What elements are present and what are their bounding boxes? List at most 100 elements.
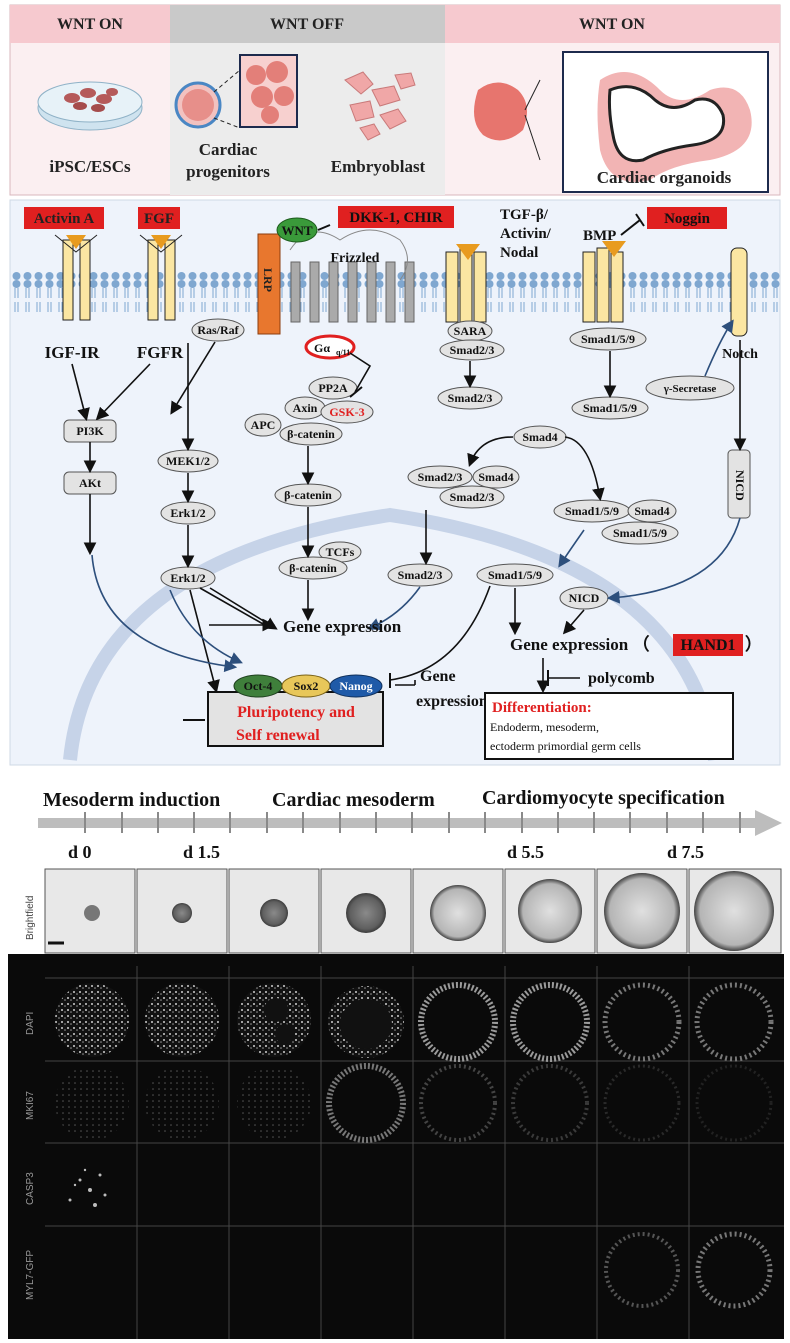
timeline-bar	[38, 818, 758, 828]
fgfr-label: FGFR	[137, 343, 184, 362]
bcat-complex-node	[279, 422, 343, 446]
notch-receptor	[730, 247, 748, 337]
gene-expr-label-1: Gene expression	[283, 617, 402, 636]
ras-node	[191, 318, 245, 342]
diff-line-1: Endoderm, mesoderm,	[490, 720, 599, 734]
timeline-arrowhead	[755, 810, 782, 836]
embryoblast-cells-icon	[344, 71, 416, 141]
galpha-label: Gα	[314, 341, 330, 355]
igf-receptor-icon	[54, 234, 98, 321]
gsk-node	[320, 400, 374, 424]
row-label-myl7: MYL7-GFP	[25, 1250, 36, 1300]
tcfs-label: TCFs	[326, 545, 355, 559]
header-wnt-on-right	[445, 5, 780, 43]
frizzled-receptor-icon	[289, 229, 415, 323]
bcat-complex-label: β-catenin	[287, 427, 335, 441]
smad159-label-5: Smad1/5/9	[488, 568, 542, 582]
nanog-label: Nanog	[339, 679, 372, 693]
smad23-label-3: Smad2/3	[418, 470, 463, 484]
timeline: Mesoderm induction Cardiac mesoderm Card…	[38, 787, 782, 860]
smad23-node-3	[407, 465, 473, 489]
dkk-label: DKK-1, CHIR	[349, 210, 443, 226]
smad159-node-4	[601, 521, 679, 545]
header-wnt-off	[170, 5, 445, 43]
bmp-label: BMP	[583, 228, 616, 244]
dkk-box	[338, 206, 454, 228]
ipsc-label: iPSC/ESCs	[49, 157, 131, 176]
petri-dish-icon	[37, 81, 143, 131]
oct4-label: Oct-4	[244, 679, 273, 693]
tgf-label-3: Nodal	[500, 245, 538, 261]
sara-label: SARA	[454, 324, 487, 338]
smad4-label-3: Smad4	[634, 504, 669, 518]
polycomb-label: polycomb	[588, 670, 655, 687]
cardiac-prog-label-2: progenitors	[186, 162, 270, 181]
header-label-2: WNT OFF	[270, 16, 344, 33]
phase-label-3: Cardiomyocyte specification	[482, 787, 725, 809]
wnt-ligand	[276, 217, 318, 243]
diff-line-2: ectoderm primordial germ cells	[490, 739, 641, 753]
gsec-node	[645, 375, 735, 401]
embryoblast-label: Embryoblast	[331, 157, 426, 176]
row-label-dapi: DAPI	[25, 1012, 36, 1035]
phase-label-2: Cardiac mesoderm	[272, 789, 435, 811]
smad159-label-3: Smad1/5/9	[565, 504, 619, 518]
gsec-label: γ-Secretase	[663, 383, 717, 395]
fgf-receptor-icon	[139, 234, 183, 321]
erk-label-1: Erk1/2	[170, 506, 205, 520]
fgf-box	[138, 207, 180, 229]
smad159-label-4: Smad1/5/9	[613, 526, 667, 540]
paren-close: ）	[745, 634, 762, 654]
cardiac-prog-label-1: Cardiac	[199, 140, 258, 159]
bcat-label-cyto: β-catenin	[284, 488, 332, 502]
day-label-3: d 7.5	[667, 842, 704, 860]
mek-label: MEK1/2	[166, 454, 210, 468]
galpha-node	[304, 334, 356, 360]
igf-label: IGF-IR	[45, 343, 101, 362]
lrp-receptor	[257, 233, 281, 335]
hand1-box	[673, 634, 743, 656]
bcat-label-nuc: β-catenin	[289, 561, 337, 575]
noggin-label: Noggin	[664, 211, 711, 227]
smad23-label-1: Smad2/3	[450, 343, 495, 357]
apc-label: APC	[251, 418, 276, 432]
smad23-label-5: Smad2/3	[398, 568, 443, 582]
ras-label: Ras/Raf	[197, 323, 239, 337]
pluri-label-2: Self renewal	[236, 727, 320, 744]
pluri-label-1: Pluripotency and	[237, 704, 355, 721]
header-wnt-on-left	[10, 5, 170, 43]
activin-label: Activin A	[34, 211, 95, 227]
galpha-sub: q/11	[336, 348, 350, 357]
header-label-3: WNT ON	[579, 16, 645, 33]
header-label-1: WNT ON	[57, 16, 123, 33]
smad4-node-3	[627, 499, 677, 523]
pp2a-label: PP2A	[318, 381, 348, 395]
apc-node	[244, 413, 282, 437]
nicd-label-cyto: NICD	[733, 470, 747, 501]
smad4-label-2: Smad4	[478, 470, 513, 484]
row-label-mki67: MKI67	[25, 1091, 36, 1120]
gene-label: Gene	[420, 668, 456, 685]
tgf-label-1: TGF-β/	[500, 207, 549, 223]
day-label-0: d 0	[68, 842, 92, 860]
pluripotency-box	[207, 691, 384, 747]
smad159-node-1	[569, 327, 647, 351]
fgf-label: FGF	[144, 211, 174, 227]
pathway-panel: LRP Activin A FGF WNT DKK-1, CHIR Frizzl…	[9, 199, 781, 766]
day-label-2: d 5.5	[507, 842, 544, 860]
nucleus-envelope	[63, 507, 722, 761]
diff-title: Differentiation:	[492, 700, 592, 716]
smad159-node-5	[476, 563, 554, 587]
smad159-label-2: Smad1/5/9	[583, 401, 637, 415]
nicd-label-nuc: NICD	[569, 591, 600, 605]
sox2-label: Sox2	[294, 679, 319, 693]
wnt-label: WNT	[281, 223, 312, 238]
bmp-receptor-icon	[582, 241, 626, 323]
erk-label-2: Erk1/2	[170, 571, 205, 585]
pi3k-label: PI3K	[76, 424, 104, 438]
row-label-casp3: CASP3	[25, 1172, 36, 1205]
phase-label-1: Mesoderm induction	[43, 789, 220, 811]
tgf-receptor-icon	[445, 244, 487, 323]
frizzled-label: Frizzled	[331, 251, 380, 266]
nanog-node	[329, 674, 383, 698]
